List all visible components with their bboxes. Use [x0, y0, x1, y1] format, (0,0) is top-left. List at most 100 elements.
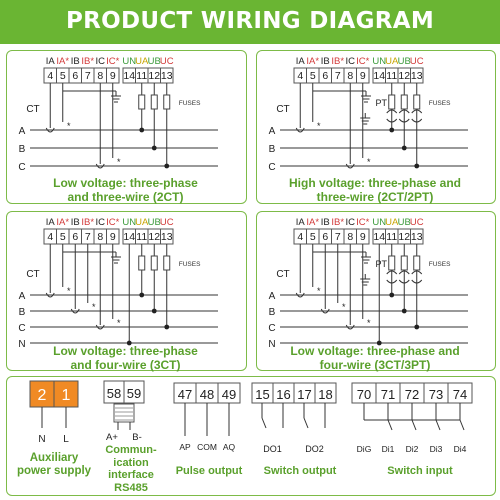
switch-in-pin-label: Di2: [406, 444, 419, 454]
current-terminal-label: IB: [71, 217, 80, 228]
ct-coil: [45, 292, 55, 298]
fuses-label: FUSES: [429, 261, 451, 268]
voltage-terminal-label: UN: [122, 217, 136, 228]
voltage-junction: [376, 340, 382, 346]
voltage-junction: [164, 324, 170, 330]
ct-coil: [70, 308, 80, 314]
pt-coil: [398, 109, 410, 114]
current-terminal-label: IB*: [331, 217, 344, 228]
current-terminal-number: 9: [110, 231, 116, 243]
voltage-terminal-label: UB: [148, 56, 161, 67]
phase-label-a: A: [269, 291, 276, 302]
caption-line: ication: [113, 456, 149, 469]
pulse-pin-label: AP: [179, 442, 191, 452]
current-terminal-label: IB: [71, 56, 80, 67]
title-banner: [0, 0, 500, 44]
voltage-terminal-number: 14: [123, 70, 135, 82]
current-terminal-number: 8: [347, 70, 353, 82]
caption-switch-output: Switch output: [263, 465, 337, 477]
voltage-terminal-label: UN: [122, 56, 136, 67]
current-terminal-label: IC*: [106, 56, 120, 67]
ct-coil: [295, 127, 305, 133]
fuse-icon: [163, 255, 171, 271]
switch-contact-icon: [411, 419, 417, 431]
current-terminal-number: 9: [360, 231, 366, 243]
aux-pin-label: L: [63, 434, 69, 445]
page-title: PRODUCT WIRING DIAGRAM: [65, 8, 435, 34]
caption-line: High voltage: three-phase and: [288, 176, 462, 190]
pt-coil: [398, 118, 410, 123]
caption-panel-4: Low voltage: three-phase and four-wire (…: [258, 344, 492, 372]
pulse-terminal-number: 49: [222, 387, 236, 402]
caption-line: four-wire (3CT/3PT): [319, 358, 431, 372]
voltage-terminal-label: UC: [410, 56, 424, 67]
voltage-terminal-label: UC: [160, 56, 174, 67]
switch-contact-icon: [435, 419, 441, 431]
pt-coil: [386, 118, 398, 123]
pulse-pin-label: COM: [197, 442, 217, 452]
ct-polarity-mark: *: [317, 121, 321, 131]
current-terminal-number: 8: [97, 231, 103, 243]
switch-in-terminal-number: 72: [405, 387, 419, 402]
current-terminal-label: IA: [296, 217, 306, 228]
current-terminal-label: IA*: [306, 217, 319, 228]
fuses-label: FUSES: [179, 261, 201, 268]
ct-polarity-mark: *: [67, 286, 71, 296]
voltage-junction: [164, 163, 170, 169]
caption-line: Low voltage: three-phase and: [290, 344, 460, 358]
caption-line: and three-wire (2CT): [67, 190, 184, 204]
fuse-icon: [400, 255, 408, 271]
pt-coil: [386, 279, 398, 284]
voltage-terminal-label: UB: [148, 217, 161, 228]
switch-out-pin-label: DO2: [305, 444, 324, 454]
pt-coil: [411, 279, 423, 284]
pt-coil: [386, 270, 398, 275]
voltage-terminal-number: 11: [386, 70, 397, 82]
current-terminal-number: 8: [97, 70, 103, 82]
ct-coil: [95, 324, 105, 330]
ct-coil: [45, 127, 55, 133]
pt-coil: [411, 109, 423, 114]
current-terminal-label: IC: [346, 217, 356, 228]
switch-out-terminal-number: 17: [297, 387, 311, 402]
current-terminal-number: 8: [347, 231, 353, 243]
switch-in-terminal-number: 73: [429, 387, 443, 402]
current-terminal-label: IB: [321, 56, 330, 67]
switch-out-terminal-number: 18: [318, 387, 332, 402]
current-terminal-number: 6: [72, 70, 78, 82]
current-terminal-label: IA*: [306, 56, 319, 67]
phase-label-b: B: [19, 307, 26, 318]
current-terminal-number: 9: [360, 70, 366, 82]
pulse-terminal-number: 47: [178, 387, 192, 402]
ct-polarity-mark: *: [367, 318, 371, 328]
switch-out-pin-label: DO1: [263, 444, 282, 454]
voltage-terminal-label: UC: [410, 217, 424, 228]
fuse-icon: [413, 255, 421, 271]
voltage-junction: [414, 163, 420, 169]
voltage-junction: [139, 127, 145, 133]
rs485-connector-icon: [113, 403, 135, 423]
current-terminal-label: IB*: [331, 56, 344, 67]
current-terminal-label: IA: [46, 217, 56, 228]
voltage-terminal-label: UA: [385, 56, 399, 67]
ct-coil: [95, 163, 105, 169]
voltage-terminal-number: 11: [386, 231, 397, 243]
fuse-icon: [138, 255, 146, 271]
switch-contact-icon: [261, 417, 267, 429]
aux-terminal-number: 1: [62, 387, 71, 404]
voltage-terminal-number: 12: [148, 231, 160, 243]
comm-pin-label: A+: [106, 432, 118, 443]
current-terminal-number: 6: [322, 70, 328, 82]
switch-in-pin-label: Di3: [430, 444, 443, 454]
current-terminal-label: IB*: [81, 217, 94, 228]
phase-label-n: N: [18, 339, 25, 350]
voltage-terminal-label: UB: [398, 56, 411, 67]
voltage-terminal-number: 14: [123, 231, 135, 243]
switch-out-terminal-number: 15: [255, 387, 269, 402]
caption-panel-3: Low voltage: three-phase and four-wire (…: [8, 344, 243, 372]
voltage-terminal-label: UN: [372, 56, 386, 67]
ct-polarity-mark: *: [117, 318, 121, 328]
fuse-icon: [150, 94, 158, 110]
voltage-terminal-number: 13: [161, 70, 173, 82]
fuse-icon: [388, 94, 396, 110]
